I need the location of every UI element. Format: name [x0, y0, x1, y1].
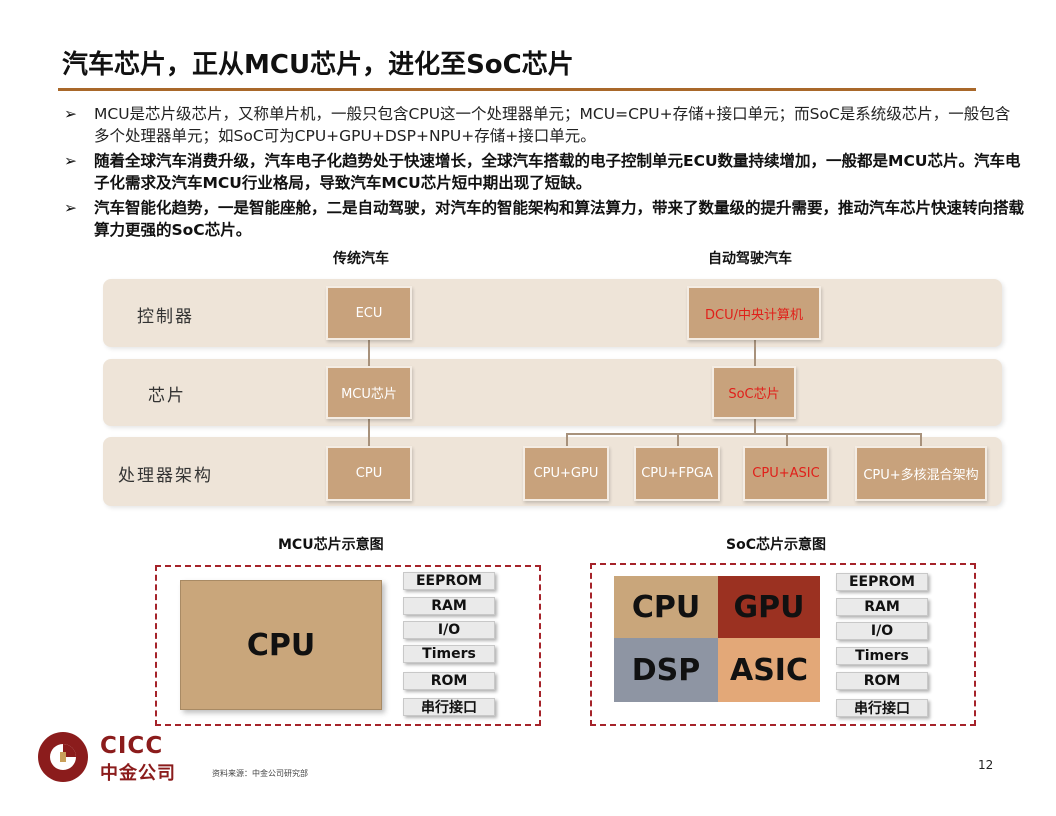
node-cpu-gpu: CPU+GPU: [523, 446, 609, 501]
connector-dcu-soc: [754, 340, 756, 366]
connector-arch-bus: [566, 433, 922, 435]
node-cpu: CPU: [326, 446, 412, 501]
connector-bus-multicore: [920, 433, 922, 446]
logo-text-cn: 中金公司: [100, 763, 176, 784]
mcu-figure-frame: [155, 565, 541, 726]
soc-figure-title: SoC芯片示意图: [726, 537, 826, 553]
mcu-module-timers: Timers: [403, 645, 495, 663]
logo-text-en: CICC: [100, 733, 164, 759]
bullet-text: MCU是芯片级芯片，又称单片机，一般只包含CPU这一个处理器单元；MCU=CPU…: [94, 105, 1011, 145]
connector-mcu-cpu: [368, 419, 370, 446]
row-label-architecture: 处理器架构: [118, 466, 213, 486]
mcu-module-serial: 串行接口: [403, 698, 495, 716]
bullet-list: ➢ MCU是芯片级芯片，又称单片机，一般只包含CPU这一个处理器单元；MCU=C…: [64, 103, 1024, 244]
connector-ecu-mcu: [368, 340, 370, 366]
soc-module-serial: 串行接口: [836, 699, 928, 717]
column-header-traditional: 传统汽车: [333, 251, 389, 267]
mcu-module-eeprom: EEPROM: [403, 572, 495, 590]
node-dcu: DCU/中央计算机: [687, 286, 821, 340]
soc-module-eeprom: EEPROM: [836, 573, 928, 591]
node-cpu-multicore: CPU+多核混合架构: [855, 446, 987, 501]
soc-core-dsp: DSP: [614, 638, 718, 702]
bullet-arrow-icon: ➢: [64, 199, 77, 217]
bullet-arrow-icon: ➢: [64, 105, 77, 123]
soc-module-rom: ROM: [836, 672, 928, 690]
row-label-controller: 控制器: [137, 307, 194, 327]
source-note: 资料来源：中金公司研究部: [212, 769, 308, 778]
node-ecu: ECU: [326, 286, 412, 340]
node-cpu-fpga: CPU+FPGA: [634, 446, 720, 501]
connector-bus-fpga: [677, 433, 679, 446]
bullet-item-mcu-definition: ➢ MCU是芯片级芯片，又称单片机，一般只包含CPU这一个处理器单元；MCU=C…: [64, 103, 1024, 147]
node-soc-chip: SoC芯片: [712, 366, 796, 419]
band-chip: [103, 359, 1002, 426]
node-mcu-chip: MCU芯片: [326, 366, 412, 419]
soc-module-timers: Timers: [836, 647, 928, 665]
bullet-text: 汽车智能化趋势，一是智能座舱，二是自动驾驶，对汽车的智能架构和算法算力，带来了数…: [94, 199, 1025, 239]
title-divider: [58, 88, 976, 91]
bullet-item-intelligence: ➢ 汽车智能化趋势，一是智能座舱，二是自动驾驶，对汽车的智能架构和算法算力，带来…: [64, 197, 1024, 241]
soc-core-gpu: GPU: [718, 576, 820, 638]
node-cpu-asic: CPU+ASIC: [743, 446, 829, 501]
mcu-cpu-block: CPU: [180, 580, 382, 710]
mcu-module-ram: RAM: [403, 597, 495, 615]
cicc-logo-icon: [38, 732, 88, 782]
mcu-figure-title: MCU芯片示意图: [278, 537, 384, 553]
connector-bus-asic: [786, 433, 788, 446]
soc-figure-frame: [590, 563, 976, 726]
soc-module-io: I/O: [836, 622, 928, 640]
page-number: 12: [978, 758, 994, 772]
mcu-module-io: I/O: [403, 621, 495, 639]
band-controller: [103, 279, 1002, 347]
row-label-chip: 芯片: [148, 386, 186, 406]
column-header-autonomous: 自动驾驶汽车: [708, 251, 792, 267]
page-title: 汽车芯片，正从MCU芯片，进化至SoC芯片: [62, 50, 574, 80]
soc-core-asic: ASIC: [718, 638, 820, 702]
connector-bus-gpu: [566, 433, 568, 446]
connector-soc-bus: [754, 419, 756, 434]
bullet-arrow-icon: ➢: [64, 152, 77, 170]
mcu-module-rom: ROM: [403, 672, 495, 690]
bullet-text: 随着全球汽车消费升级，汽车电子化趋势处于快速增长，全球汽车搭载的电子控制单元EC…: [94, 152, 1021, 192]
soc-module-ram: RAM: [836, 598, 928, 616]
bullet-item-electrification: ➢ 随着全球汽车消费升级，汽车电子化趋势处于快速增长，全球汽车搭载的电子控制单元…: [64, 150, 1024, 194]
soc-core-cpu: CPU: [614, 576, 718, 638]
